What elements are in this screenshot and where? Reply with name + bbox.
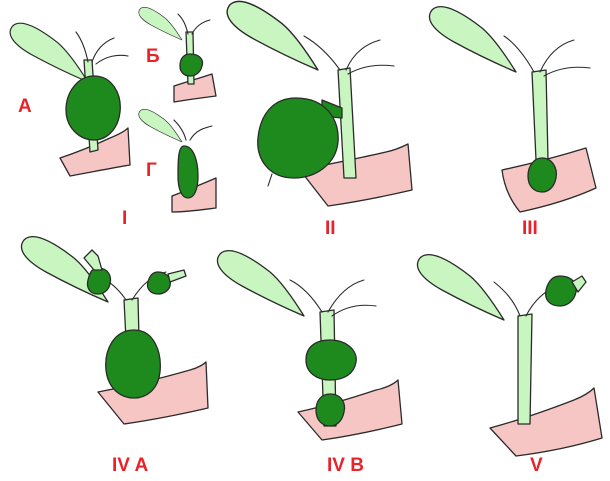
bile-duct [532,70,548,160]
panel-type-IVA: IV A [21,237,208,476]
vessel-line [268,174,272,186]
gallbladder [139,7,182,40]
bile-duct [518,314,532,424]
label-panel-IVA: IV A [112,455,149,476]
label-panel-V: V [530,455,543,476]
duodenum [298,380,402,440]
label-panel-II: II [325,218,336,239]
duodenum [490,388,602,456]
cyst-extrahepatic [306,340,356,380]
duct-stub-left [84,250,102,270]
panel-type-III: III [429,7,596,239]
cyst [258,98,338,178]
cyst-distal [316,394,344,426]
hepatic-duct-branches [174,120,212,140]
type-IG-diagram: Г [139,109,216,212]
label-sub-G: Г [146,160,157,181]
duct-stub-right [168,270,186,282]
panel-type-I: A Б Г I [10,7,216,229]
hepatic-duct-branches [178,14,210,34]
gallbladder [429,7,516,72]
intrahepatic-cyst [546,276,577,306]
cyst [178,146,198,198]
panel-type-V: V [417,255,602,476]
cyst [66,76,120,140]
label-sub-B: Б [146,46,160,67]
cyst [106,330,161,398]
duodenum [174,74,216,102]
gallbladder [417,255,504,320]
panel-type-II: II [227,1,412,239]
hepatic-duct-branches [76,32,128,64]
cyst [528,158,556,192]
gallbladder [217,251,304,316]
panel-type-IVB: IV B [217,251,402,476]
intrahepatic-cyst-left [87,268,110,294]
label-panel-III: III [522,218,538,239]
hepatic-duct-branches [504,36,590,76]
label-panel-IVB: IV B [327,455,364,476]
gallbladder [139,109,182,142]
cyst [180,54,203,76]
type-IB-diagram: Б [139,7,216,102]
label-sub-A: A [18,96,32,117]
type-IA-diagram: A [10,23,130,176]
intrahepatic-cyst-right [147,272,170,294]
label-panel-I: I [122,208,127,229]
